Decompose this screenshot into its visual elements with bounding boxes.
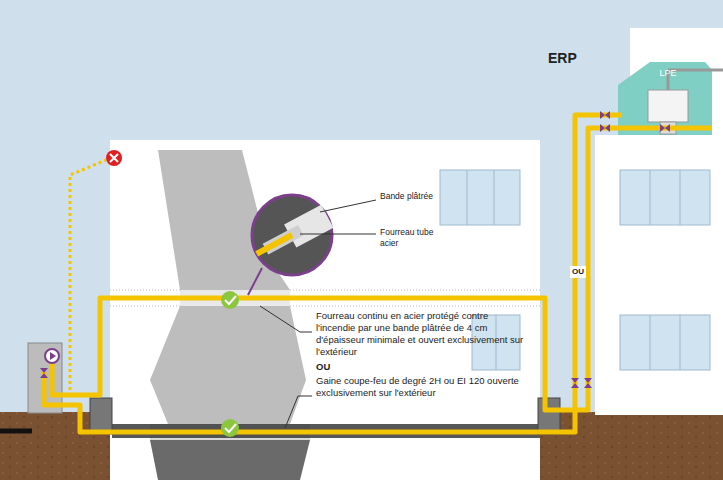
or-word: OU <box>570 266 586 278</box>
illustration-part <box>650 315 651 370</box>
illustration-part <box>221 291 239 309</box>
illustration-part <box>225 296 236 304</box>
illustration-part <box>571 378 579 388</box>
illustration-part <box>285 396 312 428</box>
illustration-part <box>45 349 59 363</box>
illustration-part <box>44 115 622 432</box>
or-word: OU <box>316 361 330 373</box>
illustration-part <box>618 62 712 135</box>
part-name: Bande plâtrée <box>380 191 433 202</box>
illustration-part <box>660 124 670 132</box>
boiler-room: LPE <box>648 68 688 78</box>
illustration-part <box>44 115 712 432</box>
illustration-part <box>221 419 239 437</box>
illustration-part <box>300 234 376 235</box>
illustration-part <box>150 306 306 424</box>
illustration-part <box>620 170 710 225</box>
illustration-part <box>70 160 106 390</box>
illustration-part <box>680 170 681 225</box>
illustration-part <box>110 140 540 480</box>
illustration-part <box>595 135 723 415</box>
illustration-part <box>467 170 468 225</box>
illustration-part <box>150 440 310 480</box>
illustration-part <box>600 111 610 119</box>
illustration-part <box>40 111 670 388</box>
illustration-part <box>320 200 376 212</box>
illustration-part <box>52 298 565 410</box>
illustration-part <box>110 306 540 307</box>
illustration-part <box>600 124 610 132</box>
illustration-part <box>251 205 334 266</box>
illustration-part <box>584 378 592 388</box>
part-name: Fourreau tube acier <box>380 227 450 248</box>
illustration-part <box>90 398 112 434</box>
illustration-part <box>225 424 236 432</box>
building-name: ERP <box>548 50 577 68</box>
room-label: LPE <box>648 68 688 78</box>
note: Fourreau continu en acier protégé contre… <box>316 310 524 358</box>
illustration-part <box>650 170 651 225</box>
illustration-part <box>0 429 32 434</box>
illustration-part <box>40 368 48 378</box>
illustration-part <box>110 290 540 291</box>
illustration-part <box>620 315 710 370</box>
illustration-part <box>494 170 495 225</box>
illustration-part <box>106 150 122 166</box>
illustration-part <box>260 306 312 332</box>
illustration-part <box>248 268 262 295</box>
note: Gaine coupe-feu de degré 2H ou EI 120 ou… <box>316 375 524 399</box>
illustration-part <box>680 315 681 370</box>
illustration-part <box>648 90 688 122</box>
illustration-part <box>255 232 293 256</box>
illustration-part <box>50 352 56 360</box>
illustration-part <box>440 170 520 225</box>
illustration-part <box>110 154 118 162</box>
illustration-part <box>538 398 560 434</box>
illustration-part <box>565 128 712 410</box>
